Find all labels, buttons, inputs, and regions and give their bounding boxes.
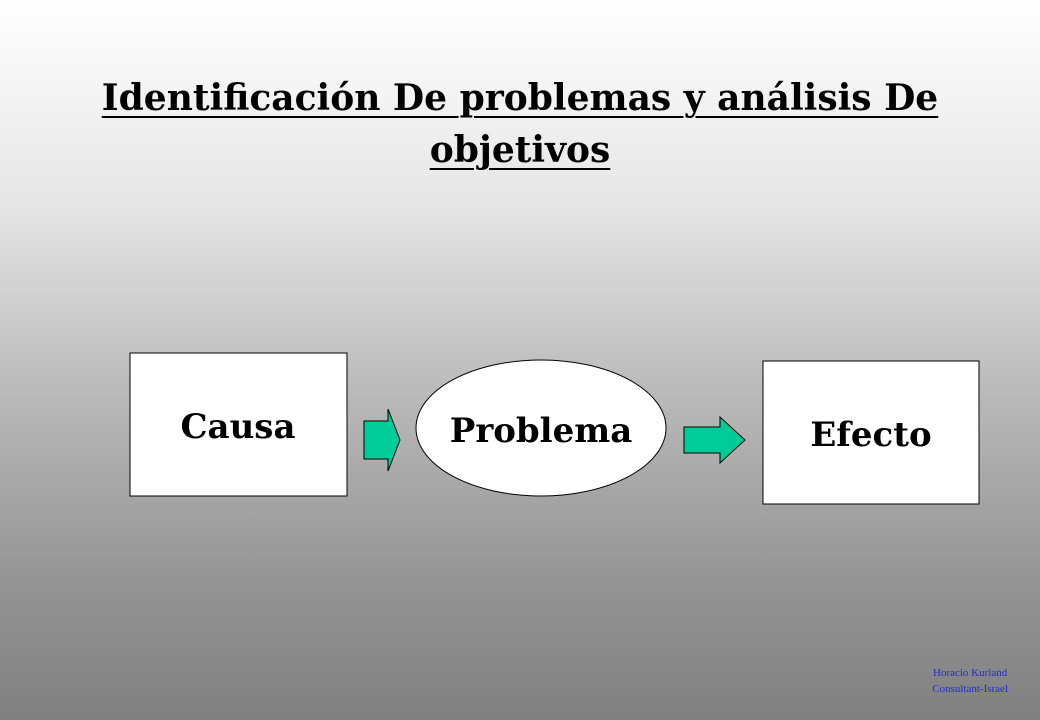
- cause-node: Causa: [129, 352, 348, 497]
- effect-node: Efecto: [762, 360, 980, 505]
- problem-ellipse: [415, 359, 667, 497]
- cause-box: [129, 352, 348, 497]
- arrow-right-icon: [683, 415, 746, 465]
- author-role: Consultant-Israel: [932, 683, 1008, 695]
- effect-box: [762, 360, 980, 505]
- arrow-right-icon: [363, 408, 401, 472]
- problem-label: Problema: [450, 411, 632, 451]
- effect-label: Efecto: [810, 415, 931, 455]
- author-credit: Horacio Kurland Consultant-Israel: [932, 665, 1008, 697]
- problem-node: Problema: [415, 359, 667, 497]
- author-name: Horacio Kurland: [933, 667, 1008, 679]
- slide-title: Identificación De problemas y análisis D…: [101, 77, 939, 171]
- cause-label: Causa: [181, 407, 296, 447]
